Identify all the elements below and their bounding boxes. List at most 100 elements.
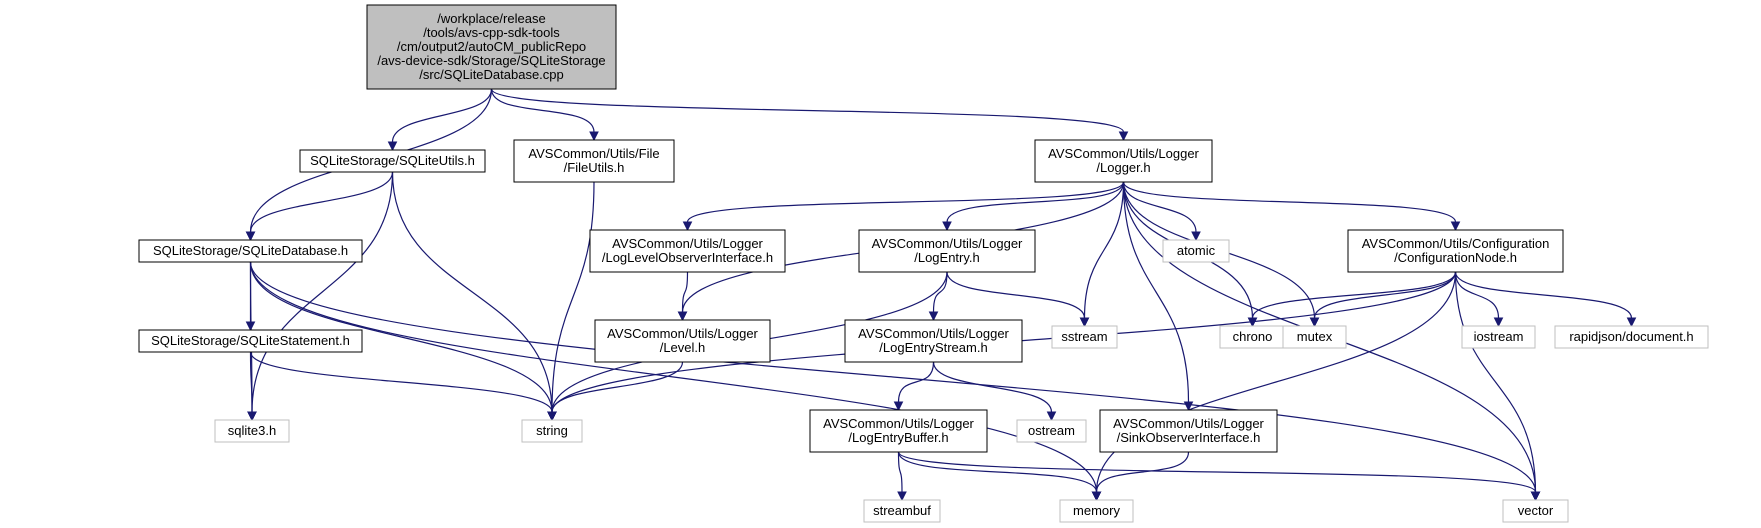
edge-line [681,271,689,313]
node-fileutils[interactable]: AVSCommon/Utils/File/FileUtils.h [513,139,675,183]
node-label: ostream [1028,423,1075,438]
edge-line [1454,271,1500,319]
node-box [299,149,486,173]
node-label: /tools/avs-cpp-sdk-tools [423,25,560,40]
node-label: /LogEntryStream.h [879,340,987,355]
edge-line [897,451,903,493]
node-box [1016,419,1087,443]
edge-logentry-to-logentrystream [928,271,948,322]
node-box [1502,499,1569,523]
edge-line [1083,181,1125,319]
node-label: vector [1518,503,1554,518]
node-sqlitedatabase[interactable]: SQLiteStorage/SQLiteDatabase.h [138,239,363,263]
node-label: memory [1073,503,1120,518]
edge-line [1122,181,1457,223]
node-label: /ConfigurationNode.h [1394,250,1517,265]
node-label: /Logger.h [1096,160,1150,175]
edge-root-to-logger [490,88,1129,142]
node-iostream: iostream [1461,325,1536,349]
edge-logger-to-sstream [1079,181,1125,328]
arrowhead-icon [682,221,693,232]
edge-line [391,171,553,413]
node-sqliteutils[interactable]: SQLiteStorage/SQLiteUtils.h [299,149,486,173]
edge-line [490,88,1125,133]
node-label: AVSCommon/Utils/Logger [872,236,1023,251]
node-label: AVSCommon/Utils/Logger [1048,146,1199,161]
arrowhead-icon [247,411,257,422]
edge-line [897,361,935,403]
edge-line [249,351,553,413]
edge-logentry-to-sstream [946,271,1090,328]
edge-logger-to-confignode [1122,181,1461,232]
edge-line [490,88,595,133]
arrowhead-icon [1626,317,1637,328]
edge-line [249,261,1537,493]
node-label: AVSCommon/Utils/Logger [612,236,763,251]
edge-line [249,261,553,413]
edge-line [946,181,1125,223]
edge-line [551,181,595,413]
edge-line [1095,271,1457,493]
node-label: /FileUtils.h [564,160,625,175]
edge-logentrybuffer-to-vector [897,451,1541,502]
node-box [214,419,290,443]
arrowhead-icon [1079,317,1090,328]
node-box [1099,409,1278,453]
node-box [863,499,941,523]
node-vector: vector [1502,499,1569,523]
edge-root-to-fileutils [490,88,599,142]
edge-sqliteutils-to-sqlitedatabase [245,171,394,242]
edge-sqliteutils-to-sqlite3 [247,171,394,422]
node-logentry[interactable]: AVSCommon/Utils/Logger/LogEntry.h [858,229,1036,273]
node-root[interactable]: /workplace/release/tools/avs-cpp-sdk-too… [366,4,617,90]
node-mutex: mutex [1282,325,1347,349]
node-label: iostream [1474,329,1524,344]
edge-confignode-to-rapidjson [1454,271,1637,328]
node-label: AVSCommon/Utils/Logger [858,326,1009,341]
edge-confignode-to-memory [1091,271,1457,502]
node-streambuf: streambuf [863,499,941,523]
edge-logentrybuffer-to-streambuf [897,451,907,502]
node-label: SQLiteStorage/SQLiteStatement.h [151,333,350,348]
node-label: /LogLevelObserverInterface.h [602,250,773,265]
node-label: sstream [1061,329,1107,344]
edge-level-to-string [547,361,684,422]
edge-logentrystream-to-logentrybuffer [893,361,935,412]
node-level[interactable]: AVSCommon/Utils/Logger/Level.h [594,319,771,363]
edge-logger-to-loglevelobs [682,181,1125,232]
node-logger[interactable]: AVSCommon/Utils/Logger/Logger.h [1034,139,1213,183]
edge-confignode-to-vector [1454,271,1541,502]
arrowhead-icon [928,311,939,322]
arrowhead-icon [1118,131,1129,142]
edge-logentrystream-to-ostream [932,361,1057,422]
node-label: /workplace/release [437,11,545,26]
node-logentrybuffer[interactable]: AVSCommon/Utils/Logger/LogEntryBuffer.h [809,409,988,453]
node-confignode[interactable]: AVSCommon/Utils/Configuration/Configurat… [1347,229,1564,273]
arrowhead-icon [1191,231,1201,242]
node-box [594,319,771,363]
node-box [1162,239,1230,263]
node-box [858,229,1036,273]
edge-fileutils-to-string [547,181,595,422]
node-label: AVSCommon/Utils/Configuration [1362,236,1550,251]
node-box [1051,325,1118,349]
node-label: chrono [1233,329,1273,344]
node-sinkobs[interactable]: AVSCommon/Utils/Logger/SinkObserverInter… [1099,409,1278,453]
edge-sqlitestatement-to-sqlite3 [247,351,257,422]
edge-line [897,451,1537,493]
arrowhead-icon [1493,317,1504,328]
node-logentrystream[interactable]: AVSCommon/Utils/Logger/LogEntryStream.h [844,319,1023,363]
edge-line [1251,271,1457,319]
node-box [513,139,675,183]
edge-sqlitestatement-to-string [249,351,557,422]
node-loglevelobs[interactable]: AVSCommon/Utils/Logger/LogLevelObserverI… [589,229,786,273]
node-label: mutex [1297,329,1333,344]
edge-line [686,181,1125,223]
edge-sqlitedatabase-to-memory [249,261,1102,502]
edge-line [932,271,948,313]
node-box [521,419,583,443]
edge-line [1313,271,1457,319]
node-box [1461,325,1536,349]
node-sqlitestatement[interactable]: SQLiteStorage/SQLiteStatement.h [138,329,363,353]
